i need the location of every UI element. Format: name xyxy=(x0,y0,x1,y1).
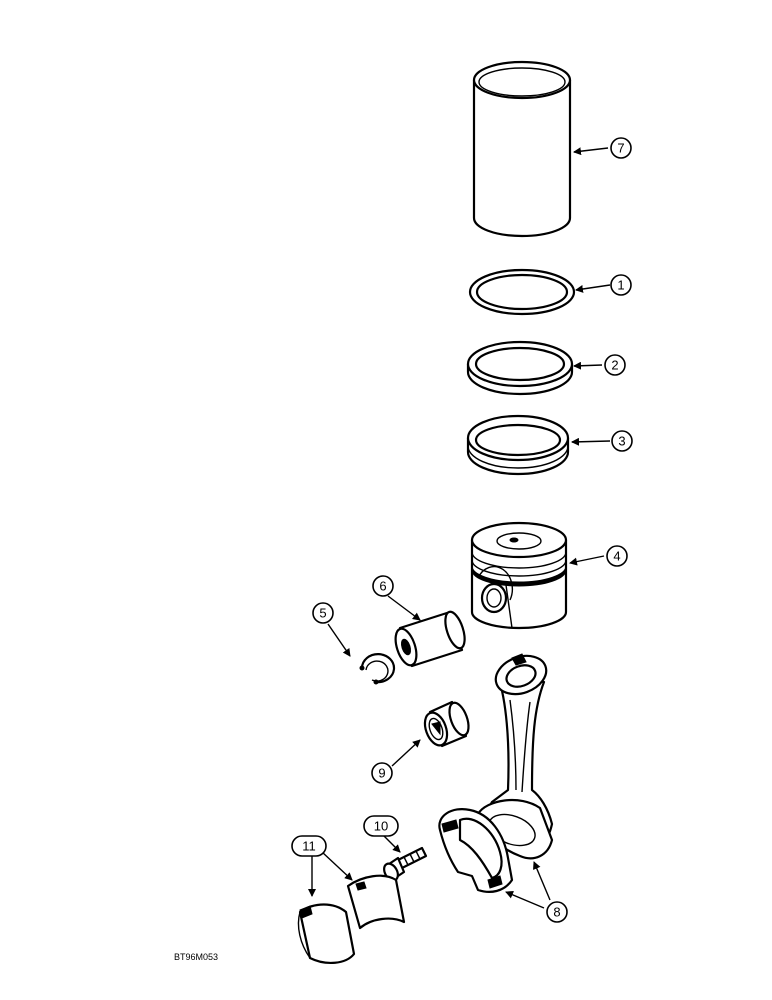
leader-6 xyxy=(387,595,421,621)
leader-8a xyxy=(533,861,551,901)
bushing-icon xyxy=(423,700,470,748)
callout-7: 7 xyxy=(610,137,632,159)
callout-6: 6 xyxy=(372,575,394,597)
callout-8: 8 xyxy=(546,901,568,923)
bearing-shell-icon xyxy=(297,874,406,964)
callout-9: 9 xyxy=(371,762,393,784)
callout-10: 10 xyxy=(363,815,399,837)
figure-id: BT96M053 xyxy=(174,952,218,962)
leader-10 xyxy=(382,834,401,853)
bolt-icon xyxy=(383,846,428,882)
retaining-ring-icon xyxy=(359,653,396,685)
leader-1 xyxy=(575,284,611,293)
callout-label-9: 9 xyxy=(378,766,385,781)
piston-pin-icon xyxy=(394,610,466,668)
leader-3 xyxy=(571,437,611,446)
callout-label-4: 4 xyxy=(613,549,620,564)
callout-3: 3 xyxy=(611,430,633,452)
leader-2 xyxy=(573,361,603,370)
callout-1: 1 xyxy=(610,274,632,296)
callout-label-11: 11 xyxy=(302,839,316,854)
callout-4: 4 xyxy=(606,545,628,567)
callout-label-1: 1 xyxy=(617,278,624,293)
callout-label-2: 2 xyxy=(611,358,618,373)
leader-7 xyxy=(573,147,609,156)
piston-ring-top-icon xyxy=(468,268,576,316)
leader-11b xyxy=(321,851,353,881)
connecting-rod-icon xyxy=(438,653,554,893)
leader-8b xyxy=(505,891,545,909)
leader-lines xyxy=(308,147,611,909)
callout-label-6: 6 xyxy=(379,579,386,594)
callout-label-7: 7 xyxy=(617,141,624,156)
piston-icon xyxy=(470,521,568,630)
callout-11: 11 xyxy=(291,835,327,857)
callout-label-5: 5 xyxy=(319,606,326,621)
piston-ring-second-icon xyxy=(466,340,574,396)
callout-2: 2 xyxy=(604,354,626,376)
leader-4 xyxy=(569,555,605,566)
cylinder-liner-icon xyxy=(472,60,572,238)
leader-5 xyxy=(327,623,351,657)
callout-label-3: 3 xyxy=(618,434,625,449)
oil-ring-icon xyxy=(466,414,570,476)
callout-5: 5 xyxy=(312,602,334,624)
callout-label-10: 10 xyxy=(374,819,388,834)
leader-9 xyxy=(391,739,421,767)
callout-label-8: 8 xyxy=(553,905,560,920)
